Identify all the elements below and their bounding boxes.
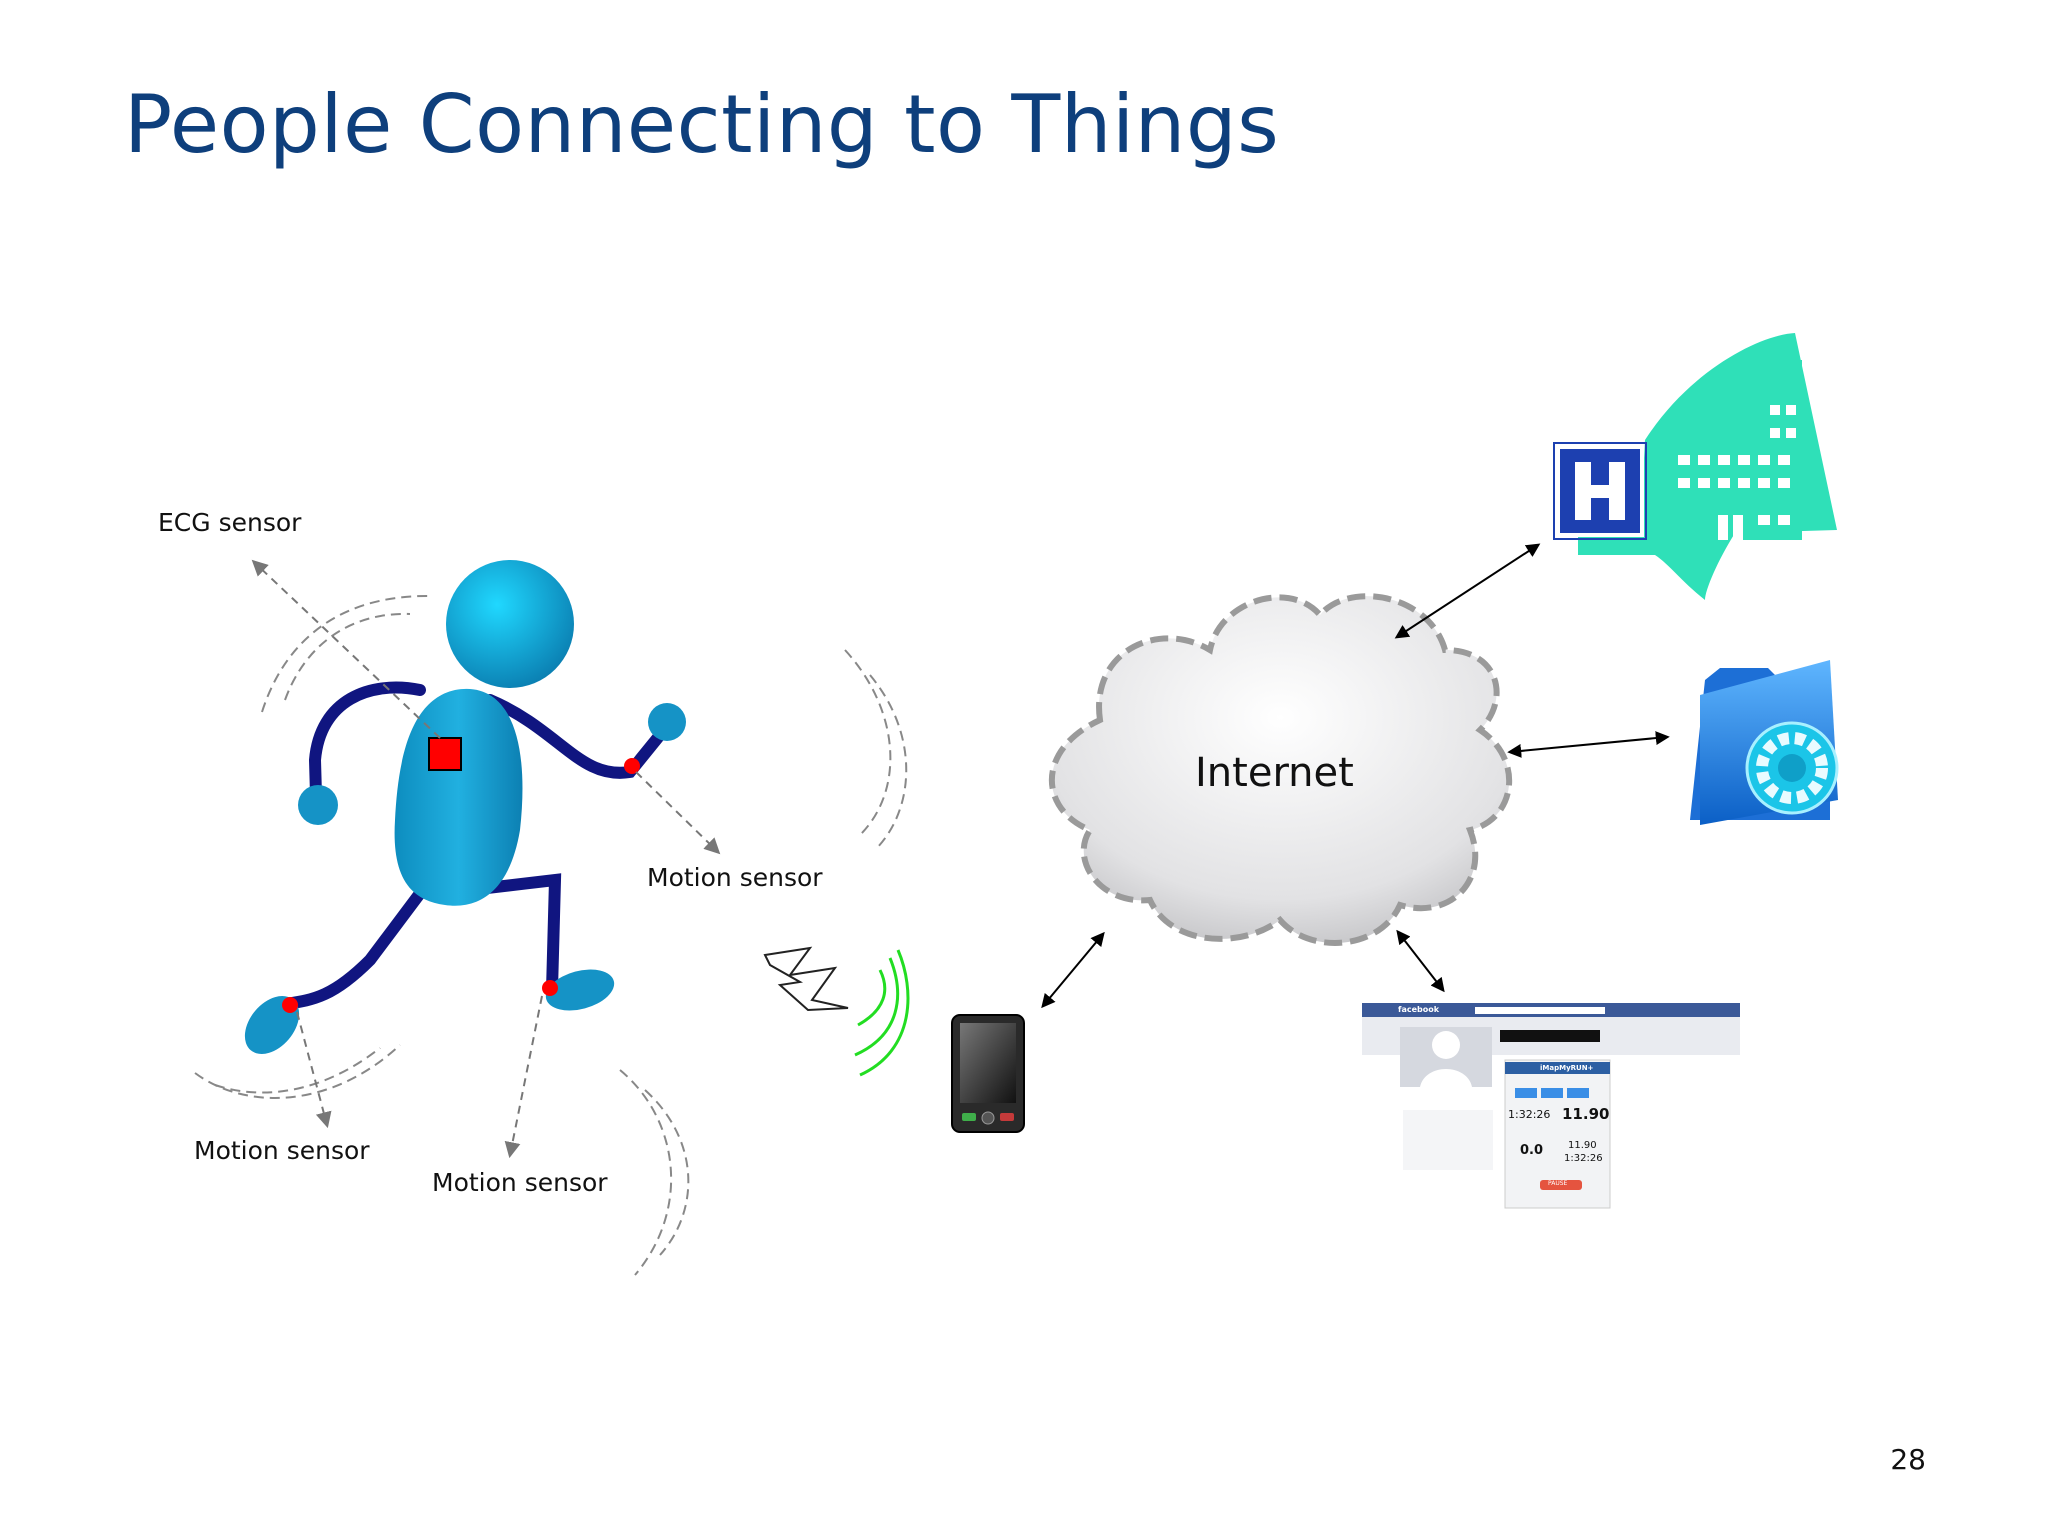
internet-label: Internet (1195, 750, 1354, 796)
torso (394, 688, 523, 906)
run-time-small: 1:32:26 (1564, 1153, 1603, 1164)
mobile-device-icon (951, 1014, 1025, 1133)
run-distance-small: 11.90 (1568, 1140, 1597, 1151)
internet-cloud (1048, 593, 1513, 946)
run-distance: 11.90 (1562, 1105, 1610, 1123)
motion-sensor-hand-marker (624, 758, 640, 774)
ecg-sensor-label: ECG sensor (158, 508, 302, 537)
motion-lines (194, 594, 908, 1276)
wireless-signal-icon (854, 949, 910, 1077)
motion-sensor-left-foot-marker (282, 997, 298, 1013)
page-number: 28 (1890, 1443, 1926, 1476)
motion-sensor-hand-label: Motion sensor (647, 863, 823, 892)
slide-title: People Connecting to Things (124, 78, 1280, 171)
run-pace: 0.0 (1520, 1143, 1544, 1158)
running-person-figure (194, 559, 908, 1276)
motion-sensor-left-foot-label: Motion sensor (194, 1136, 370, 1165)
app-name: iMapMyRUN+ (1540, 1064, 1594, 1072)
motion-sensor-right-foot-marker (542, 980, 558, 996)
connection-arrows (1041, 543, 1670, 1009)
facebook-wordmark: facebook (1398, 1005, 1440, 1014)
ecg-sensor-marker (428, 737, 462, 771)
wireless-lightning-icon (763, 946, 849, 1012)
folder-settings-icon (1690, 660, 1839, 825)
hospital-icon (1553, 333, 1837, 600)
pause-button: PAUSE (1548, 1180, 1568, 1187)
social-fitness-screenshot (1362, 1003, 1740, 1209)
run-time: 1:32:26 (1508, 1108, 1551, 1121)
head (446, 560, 574, 688)
motion-sensor-right-foot-label: Motion sensor (432, 1168, 608, 1197)
